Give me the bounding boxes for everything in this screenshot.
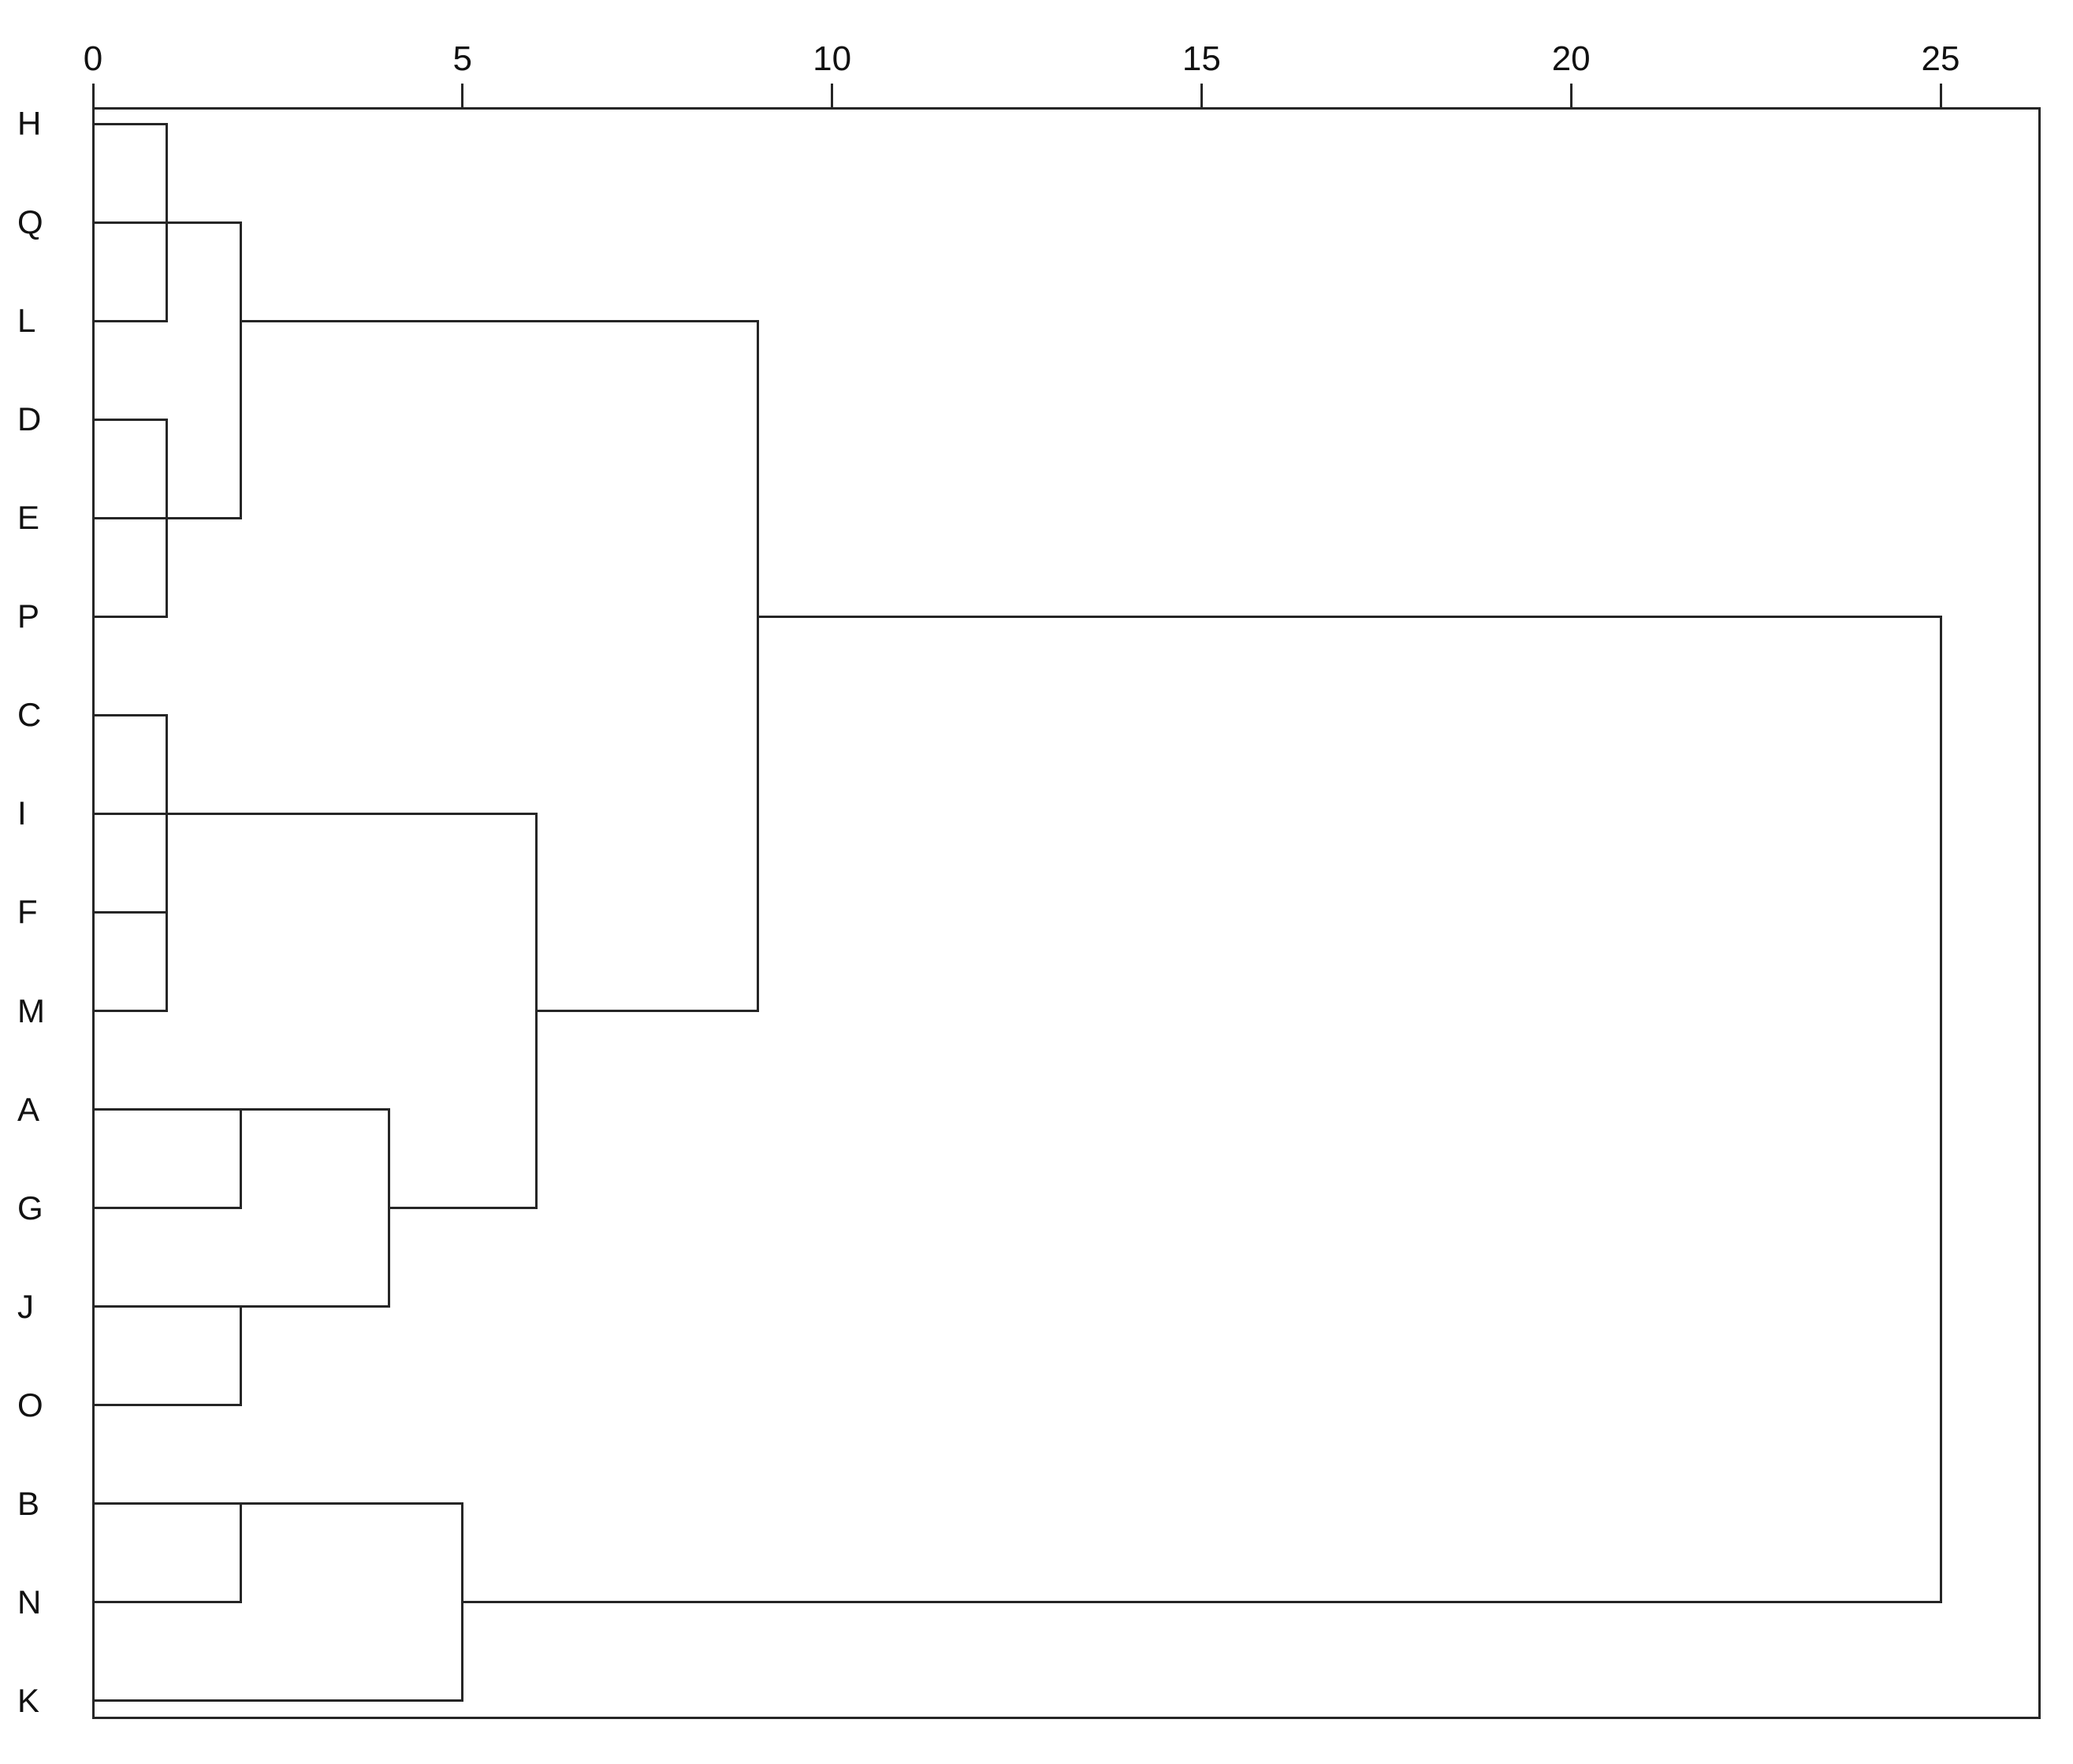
leaf-label-o: O [17,1386,43,1423]
plot-frame [92,107,2041,1719]
axis-tick-label-5: 5 [452,39,473,78]
dendrogram-h-segment [91,1699,464,1703]
dendrogram-v-segment [535,812,538,1210]
dendrogram-h-segment [757,615,1942,618]
axis-tick-label-25: 25 [1921,39,1960,78]
dendrogram-h-segment [91,1207,243,1210]
leaf-label-a: A [17,1090,40,1128]
leaf-label-d: D [17,400,42,438]
axis-tick-10 [831,84,834,108]
axis-tick-5 [461,84,464,108]
leaf-label-f: F [17,893,38,931]
dendrogram-h-segment [91,1502,464,1505]
dendrogram-v-segment [166,713,169,1013]
leaf-label-q: Q [17,203,43,241]
dendrogram-v-segment [240,1502,243,1604]
dendrogram-v-segment [757,319,760,1013]
dendrogram-v-segment [1939,615,1942,1604]
leaf-label-i: I [17,795,27,832]
dendrogram-v-segment [461,1502,464,1703]
dendrogram-v-segment [240,1305,243,1407]
axis-tick-label-15: 15 [1182,39,1221,78]
dendrogram-v-segment [166,418,169,618]
axis-tick-20 [1569,84,1572,108]
axis-tick-label-0: 0 [83,39,103,78]
dendrogram-v-segment [240,221,243,519]
axis-tick-0 [91,84,95,108]
leaf-label-k: K [17,1681,40,1719]
dendrogram-h-segment [91,713,169,716]
leaf-label-c: C [17,696,42,734]
dendrogram-h-segment [91,615,169,618]
leaf-label-g: G [17,1189,43,1226]
axis-tick-label-20: 20 [1551,39,1591,78]
dendrogram-h-segment [91,910,169,914]
dendrogram-h-segment [91,1010,169,1013]
dendrogram-h-segment [91,1601,243,1604]
dendrogram-h-segment [91,1404,243,1407]
leaf-label-p: P [17,597,40,635]
axis-tick-25 [1939,84,1942,108]
dendrogram-v-segment [387,1108,390,1308]
dendrogram-h-segment [91,319,169,322]
leaf-label-m: M [17,992,45,1029]
dendrogram-v-segment [166,122,169,322]
dendrogram-h-segment [91,812,538,815]
dendrogram-h-segment [535,1010,760,1013]
leaf-label-b: B [17,1484,40,1522]
dendrogram-h-segment [91,418,169,421]
axis-tick-15 [1200,84,1203,108]
dendrogram-h-segment [240,319,760,322]
dendrogram-h-segment [461,1601,1942,1604]
leaf-label-n: N [17,1583,42,1621]
dendrogram-h-segment [387,1207,538,1210]
leaf-label-j: J [17,1287,34,1325]
dendrogram-v-segment [240,1108,243,1210]
axis-tick-label-10: 10 [813,39,852,78]
leaf-label-l: L [17,302,36,340]
leaf-label-h: H [17,105,42,142]
dendrogram-h-segment [91,122,169,125]
leaf-label-e: E [17,499,40,537]
